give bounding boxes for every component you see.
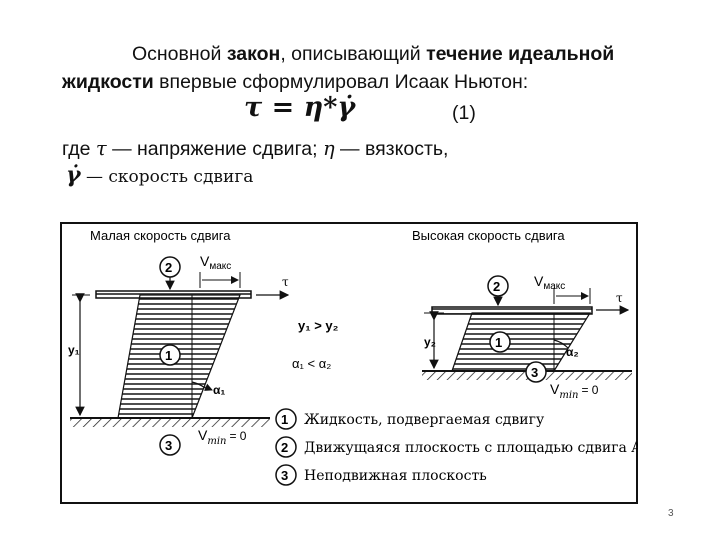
eta-symbol: η (322, 137, 335, 160)
legend-item-3: Неподвижная плоскость (304, 468, 487, 484)
right-marker-1 (489, 331, 511, 353)
right-marker-3 (525, 361, 547, 383)
intro-text-3: впервые сформулировал Исаак Ньютон: (153, 71, 529, 93)
right-vmax-label: Vмакс (534, 273, 565, 292)
left-y1-label: y₁ (68, 343, 80, 357)
svg-text:2: 2 (493, 279, 500, 294)
left-marker-3 (159, 434, 181, 456)
legend-marker-2 (275, 436, 297, 458)
tau-definition: — напряжение сдвига; (106, 138, 323, 160)
svg-text:1: 1 (495, 335, 502, 350)
where-line: где τ — напряжение сдвига; η — вязкость, (62, 137, 448, 161)
legend: 1 Жидкость, подвергаемая сдвигу 2 Движущ… (275, 408, 638, 486)
legend-item-2: Движущаяся плоскость с площадью сдвига A (304, 440, 638, 456)
intro-bold-flow: течение идеальной жидкости (62, 43, 615, 93)
right-vmin-label: Vmin= 0 (550, 381, 599, 401)
legend-marker-1 (275, 408, 297, 430)
left-alpha-label: α₁ (213, 383, 225, 397)
equation-number: (1) (452, 102, 476, 124)
svg-text:2: 2 (281, 440, 288, 455)
left-vmax-label: Vмакс (200, 253, 231, 272)
svg-text:τ: τ (282, 275, 289, 289)
compare-alpha: α₁ < α₂ (292, 356, 331, 371)
compare-y: y₁ > y₂ (298, 318, 339, 333)
left-vmin-label: Vmin= 0 (198, 427, 247, 447)
svg-text:3: 3 (531, 365, 538, 380)
left-moving-plate (95, 290, 252, 299)
right-y2-label: y₂ (424, 335, 436, 349)
tau-symbol: τ (95, 137, 107, 160)
left-marker-1 (159, 344, 181, 366)
legend-marker-3 (275, 464, 297, 486)
gamma-dot-symbol: γ̇ (66, 162, 81, 188)
right-title: Высокая скорость сдвига (412, 228, 565, 243)
eta-definition: — вязкость, (334, 138, 449, 160)
right-moving-plate (431, 306, 593, 315)
page-number: 3 (668, 508, 674, 519)
right-alpha-label: α₂ (566, 345, 579, 359)
shear-diagram: Малая скорость сдвига Высокая скорость с… (60, 222, 638, 504)
intro-bold-law: закон (226, 43, 281, 65)
intro-text-1: Основной (132, 43, 227, 65)
where-prefix: где (62, 138, 96, 160)
svg-text:τ: τ (616, 291, 623, 305)
intro-text-2: , описывающий (280, 43, 427, 65)
svg-text:1: 1 (165, 348, 172, 363)
legend-item-1: Жидкость, подвергаемая сдвигу (304, 412, 545, 428)
svg-text:2: 2 (165, 260, 172, 275)
left-ground-hatch (70, 418, 270, 427)
svg-text:1: 1 (281, 412, 288, 427)
newton-formula: τ = η*γ̇ (244, 92, 356, 123)
left-title: Малая скорость сдвига (90, 228, 231, 243)
shear-rate-definition: — скорость сдвига (85, 167, 254, 187)
svg-text:3: 3 (165, 438, 172, 453)
intro-paragraph: Основной закон, описывающий течение идеа… (62, 40, 692, 96)
svg-text:3: 3 (281, 468, 288, 483)
shear-rate-line: γ̇ — скорость сдвига (66, 162, 253, 188)
